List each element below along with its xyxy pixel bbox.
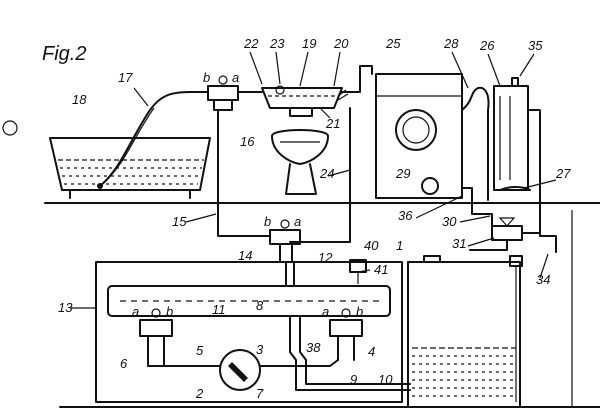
label-30: 30 — [442, 214, 457, 229]
pipe-pump-outlet — [259, 359, 339, 367]
label-7: 7 — [256, 386, 264, 401]
pipe-15 — [217, 109, 271, 237]
label-4: 4 — [368, 344, 375, 359]
pipe-valve31-down — [469, 239, 508, 251]
pipe-28 — [461, 86, 490, 201]
washing-machine — [375, 73, 463, 199]
label-17: 17 — [118, 70, 133, 85]
label-9: 9 — [350, 372, 357, 387]
valve-31 — [491, 217, 523, 241]
valve-6-port-b: b — [166, 304, 173, 319]
label-31: 31 — [452, 236, 466, 251]
pipe-36 — [461, 187, 493, 233]
label-21: 21 — [325, 116, 340, 131]
label-2: 2 — [195, 386, 204, 401]
label-36: 36 — [398, 208, 413, 223]
figure-title: Fig.2 — [42, 43, 86, 65]
manifold-11 — [107, 261, 391, 317]
label-5: 5 — [196, 343, 204, 358]
tank-26 — [493, 77, 529, 191]
label-35: 35 — [528, 38, 543, 53]
label-20: 20 — [333, 36, 349, 51]
pump-2 — [219, 349, 261, 391]
label-16: 16 — [240, 134, 255, 149]
punch-hole-circle — [2, 120, 18, 136]
valve-14-port-a: a — [294, 214, 301, 229]
label-25: 25 — [385, 36, 401, 51]
label-15: 15 — [172, 214, 187, 229]
label-24: 24 — [319, 166, 334, 181]
label-13: 13 — [58, 300, 73, 315]
label-26: 26 — [479, 38, 495, 53]
label-38: 38 — [306, 340, 321, 355]
label-29: 29 — [395, 166, 410, 181]
label-10: 10 — [378, 372, 393, 387]
pipe-24-down — [289, 107, 351, 243]
label-14: 14 — [238, 248, 252, 263]
valve-4-port-a: a — [322, 304, 329, 319]
label-3: 3 — [256, 342, 264, 357]
valve-6-port-a: a — [132, 304, 139, 319]
label-6: 6 — [120, 356, 128, 371]
label-19: 19 — [302, 36, 316, 51]
pipe-38 — [289, 315, 411, 391]
label-23: 23 — [269, 36, 285, 51]
label-41: 41 — [374, 262, 388, 277]
housing-13 — [95, 261, 403, 403]
valve-16-port-b: b — [203, 70, 210, 85]
label-11: 11 — [212, 302, 226, 317]
label-1: 1 — [396, 238, 403, 253]
part-27 — [499, 186, 531, 191]
label-8: 8 — [256, 298, 264, 313]
pipe-34-drain — [527, 109, 557, 253]
pipe-24-upper — [341, 65, 373, 93]
valve-14-port-b: b — [264, 214, 271, 229]
label-27: 27 — [555, 166, 571, 181]
valve-4-port-b: b — [356, 304, 363, 319]
toilet — [271, 129, 329, 195]
label-22: 22 — [243, 36, 259, 51]
valve-16-port-a: a — [232, 70, 239, 85]
leader-lines — [70, 51, 557, 309]
hose-17-outline — [103, 107, 155, 183]
valve-4 — [329, 308, 363, 361]
label-40: 40 — [364, 238, 379, 253]
bathtub — [49, 137, 211, 199]
valve-6 — [139, 308, 173, 367]
storage-tank-1 — [407, 255, 523, 408]
label-28: 28 — [443, 36, 459, 51]
pipe-9 — [299, 315, 411, 385]
hose-17 — [99, 91, 209, 187]
wash-basin — [261, 85, 349, 117]
label-18: 18 — [72, 92, 87, 107]
label-12: 12 — [318, 250, 333, 265]
label-34: 34 — [536, 272, 550, 287]
